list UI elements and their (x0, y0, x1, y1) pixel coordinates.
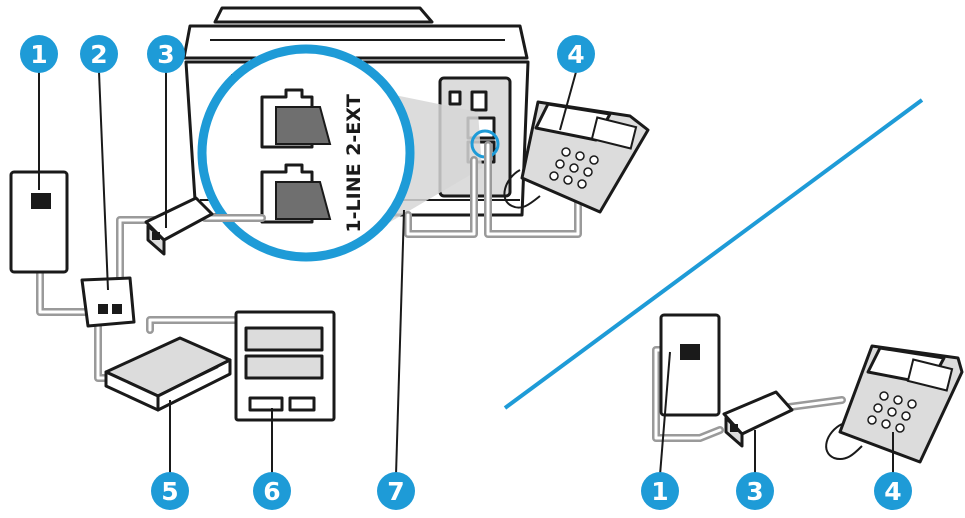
callout-4-label: 4 (567, 40, 584, 69)
callout-4-right: 4 (874, 472, 912, 510)
callout-1-right-label: 1 (651, 477, 668, 506)
ext-port-label: 2-EXT (343, 94, 365, 156)
callout-5: 5 (151, 472, 189, 510)
callout-3-right: 3 (736, 472, 774, 510)
callout-3-right-label: 3 (746, 477, 763, 506)
splitter (80, 276, 136, 328)
callout-5-label: 5 (161, 477, 178, 506)
callout-6-label: 6 (263, 477, 280, 506)
callout-4: 4 (557, 35, 595, 73)
callout-7: 7 (377, 472, 415, 510)
callout-6: 6 (253, 472, 291, 510)
computer (234, 310, 336, 422)
callout-7-label: 7 (387, 477, 404, 506)
line-port-icon (260, 163, 332, 224)
callout-4-right-label: 4 (884, 477, 901, 506)
callout-1: 1 (20, 35, 58, 73)
dsl-modem (104, 336, 232, 412)
wall-jack-right (659, 313, 721, 417)
line-port-label: 1-LINE (343, 163, 365, 232)
leader-lines (38, 71, 894, 476)
dsl-filter-right (722, 390, 794, 448)
telephone-right (825, 344, 964, 464)
callout-1-label: 1 (30, 40, 47, 69)
port-magnifier: 2-EXT 1-LINE (197, 44, 415, 262)
dsl-filter-left (144, 196, 214, 256)
callout-2: 2 (80, 35, 118, 73)
callout-1-right: 1 (641, 472, 679, 510)
divider-line (503, 98, 924, 410)
ext-port-icon (260, 88, 332, 149)
telephone-left (503, 100, 650, 214)
callout-2-label: 2 (90, 40, 107, 69)
callout-3: 3 (147, 35, 185, 73)
callout-3-label: 3 (157, 40, 174, 69)
